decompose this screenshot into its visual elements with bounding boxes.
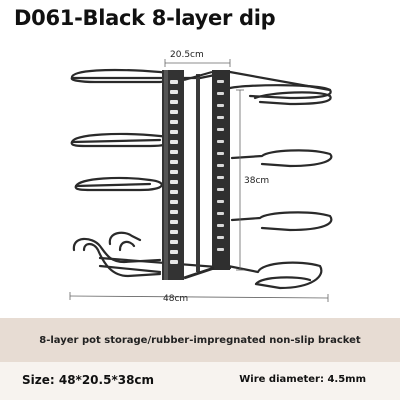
dimension-length-label: 48cm bbox=[163, 294, 189, 304]
pot-rack-illustration bbox=[69, 59, 333, 302]
product-title: D061-Black 8-layer dip bbox=[14, 6, 276, 30]
dimension-width-label: 20.5cm bbox=[170, 50, 204, 60]
dimension-lines bbox=[69, 59, 329, 302]
description-band: 8-layer pot storage/rubber-impregnated n… bbox=[0, 318, 400, 362]
rack-panel bbox=[162, 70, 230, 280]
product-image: 20.5cm 38cm 48cm bbox=[0, 40, 400, 310]
spec-footer: Size: 48*20.5*38cm Wire diameter: 4.5mm bbox=[0, 362, 400, 400]
wire-diameter-spec: Wire diameter: 4.5mm bbox=[239, 374, 366, 385]
dimension-height-label: 38cm bbox=[244, 176, 270, 186]
size-spec: Size: 48*20.5*38cm bbox=[22, 373, 155, 387]
product-description: 8-layer pot storage/rubber-impregnated n… bbox=[39, 334, 361, 346]
